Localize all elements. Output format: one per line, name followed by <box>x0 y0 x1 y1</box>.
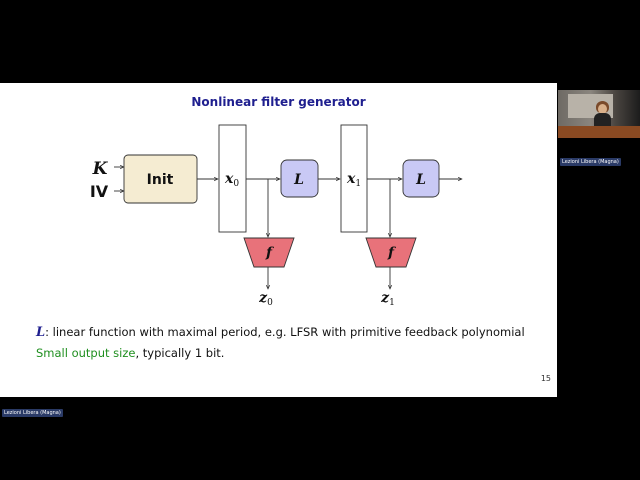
participant-video-thumbnail[interactable] <box>558 90 640 138</box>
slide-panel: Nonlinear filter generator K IV Init x0 <box>0 83 557 397</box>
linear-block-1 <box>280 159 319 198</box>
register-x0-label: x <box>224 171 234 187</box>
filter-block-1 <box>243 237 295 268</box>
bullet-output-text: , typically 1 bit. <box>135 346 225 360</box>
bullet-linear-function: L: linear function with maximal period, … <box>36 325 525 340</box>
iv-input-label: IV <box>90 182 109 201</box>
bullet-output-highlight: Small output size <box>36 346 136 360</box>
register-x1-subscript: 1 <box>355 179 361 189</box>
linear-block-1-label: L <box>293 172 304 188</box>
participant-name-tag: Lezioni Libera (Magna) <box>560 158 621 166</box>
bullet-linear-text: : linear function with maximal period, e… <box>45 325 525 339</box>
filter-generator-diagram: K IV Init x0 L x1 L f f z0 z1 <box>90 124 557 308</box>
svg-text:z0: z0 <box>258 290 273 308</box>
key-input-label: K <box>92 159 109 179</box>
bullet-output-size: Small output size, typically 1 bit. <box>36 346 224 360</box>
init-label: Init <box>147 172 174 188</box>
init-block <box>123 154 198 204</box>
svg-text:x0: x0 <box>224 171 239 189</box>
svg-text:z1: z1 <box>380 290 395 308</box>
bullet-linear-symbol: L <box>36 325 46 340</box>
slide-title: Nonlinear filter generator <box>191 95 366 109</box>
linear-block-2 <box>402 159 440 198</box>
filter-block-2 <box>365 237 417 268</box>
slide-page-number: 15 <box>540 374 551 383</box>
linear-block-2-label: L <box>415 172 426 188</box>
presenter-name-tag: Lezioni Libera (Magna) <box>2 409 63 417</box>
output-z1-label: z <box>380 290 390 306</box>
output-z1-subscript: 1 <box>389 298 395 308</box>
register-x1-label: x <box>346 171 356 187</box>
filter-block-2-label: f <box>387 245 397 261</box>
svg-text:x1: x1 <box>346 171 361 189</box>
filter-block-1-label: f <box>265 245 275 261</box>
register-x1 <box>340 124 368 233</box>
register-x0-subscript: 0 <box>233 179 239 189</box>
output-z0-subscript: 0 <box>267 298 273 308</box>
register-x0 <box>218 124 247 233</box>
output-z0-label: z <box>258 290 268 306</box>
